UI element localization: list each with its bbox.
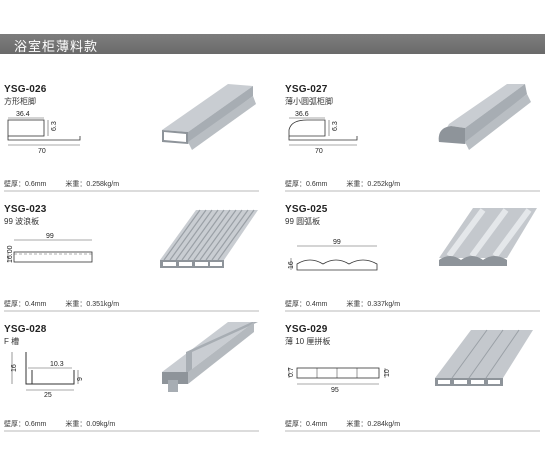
product-card-ysg-025: YSG-025 99 圆弧板 99 16 壁厚：0.4mm 米重：0.337kg… (285, 204, 545, 324)
divider (4, 190, 259, 192)
dim-height: 16.00 (7, 245, 14, 263)
divider (4, 310, 259, 312)
section-header: 浴室柜薄料款 (0, 34, 545, 54)
dim-width: 99 (333, 239, 341, 246)
wall-thickness: 壁厚：0.4mm (4, 301, 47, 308)
dim-left: 0.7 (288, 367, 295, 377)
dim-width: 36.4 (16, 111, 30, 118)
product-code: YSG-029 (285, 324, 328, 335)
profile-render (162, 84, 256, 150)
dimension-drawing: 36.6 6.3 70 (288, 111, 358, 155)
product-code: YSG-023 (4, 204, 47, 215)
product-card-ysg-023: YSG-023 99 波浪板 99 16.00 壁厚：0.4mm 米重：0.35… (4, 204, 269, 324)
dim-height: 16 (288, 261, 295, 269)
divider (285, 430, 540, 432)
product-code: YSG-025 (285, 204, 328, 215)
product-specs: 壁厚：0.6mm 米重：0.252kg/m (285, 179, 400, 189)
wall-thickness: 壁厚：0.6mm (4, 421, 47, 428)
dim-height: 16 (11, 364, 18, 372)
dimension-drawing: 99 16 (288, 239, 378, 271)
product-card-ysg-029: YSG-029 薄 10 厘拼板 0.7 10 95 壁厚：0.4mm 米重：0… (285, 324, 545, 444)
weight-per-meter: 米重：0.09kg/m (65, 421, 116, 428)
dim-inner: 10.3 (50, 361, 64, 368)
section-title: 浴室柜薄料款 (14, 39, 99, 54)
wall-thickness: 壁厚：0.6mm (4, 181, 47, 188)
product-name: F 槽 (4, 337, 20, 346)
weight-per-meter: 米重：0.351kg/m (65, 301, 120, 308)
dim-length: 70 (315, 148, 323, 155)
dimension-drawing: 10.3 16 9 25 (11, 352, 84, 399)
divider (285, 190, 540, 192)
dim-lip: 9 (77, 377, 84, 381)
product-card-ysg-026: YSG-026 方形柜脚 36.4 6.3 70 壁厚：0.6mm 米重：0.2… (4, 84, 269, 204)
product-specs: 壁厚：0.6mm 米重：0.258kg/m (4, 179, 119, 189)
dim-height: 6.3 (51, 121, 58, 131)
product-name: 方形柜脚 (4, 97, 36, 106)
dim-height: 6.3 (332, 121, 339, 131)
product-name: 薄 10 厘拼板 (285, 337, 331, 346)
dimension-drawing: 36.4 6.3 70 (7, 111, 81, 155)
product-card-ysg-027: YSG-027 薄小圆弧柜脚 36.6 6.3 70 壁厚：0.6mm 米重：0… (285, 84, 545, 204)
wall-thickness: 壁厚：0.6mm (285, 181, 328, 188)
product-code: YSG-026 (4, 84, 47, 95)
product-code: YSG-028 (4, 324, 47, 335)
weight-per-meter: 米重：0.258kg/m (65, 181, 120, 188)
product-name: 薄小圆弧柜脚 (285, 97, 333, 106)
product-specs: 壁厚：0.4mm 米重：0.351kg/m (4, 299, 119, 309)
wall-thickness: 壁厚：0.4mm (285, 421, 328, 428)
product-specs: 壁厚：0.4mm 米重：0.284kg/m (285, 419, 400, 429)
divider (285, 310, 540, 312)
dim-right: 10 (384, 369, 391, 377)
weight-per-meter: 米重：0.252kg/m (346, 181, 401, 188)
dim-width: 95 (331, 387, 339, 394)
profile-render (438, 84, 531, 150)
profile-render (160, 209, 258, 268)
wall-thickness: 壁厚：0.4mm (285, 301, 328, 308)
weight-per-meter: 米重：0.284kg/m (346, 421, 401, 428)
product-name: 99 波浪板 (4, 217, 40, 226)
dim-width: 25 (44, 392, 52, 399)
product-name: 99 圆弧板 (285, 217, 321, 226)
product-specs: 壁厚：0.6mm 米重：0.09kg/m (4, 419, 115, 429)
profile-render (162, 322, 258, 392)
dimension-drawing: 99 16.00 (7, 233, 93, 263)
dim-width: 36.6 (295, 111, 309, 118)
dim-width: 99 (46, 233, 54, 240)
product-code: YSG-027 (285, 84, 328, 95)
product-card-ysg-028: YSG-028 F 槽 10.3 16 9 25 壁厚：0.6mm 米重：0.0… (4, 322, 269, 444)
dimension-drawing: 0.7 10 95 (288, 367, 391, 394)
weight-per-meter: 米重：0.337kg/m (346, 301, 401, 308)
product-specs: 壁厚：0.4mm 米重：0.337kg/m (285, 299, 400, 309)
divider (4, 430, 259, 432)
profile-render (435, 329, 533, 386)
dim-length: 70 (38, 148, 46, 155)
profile-render (439, 208, 537, 266)
